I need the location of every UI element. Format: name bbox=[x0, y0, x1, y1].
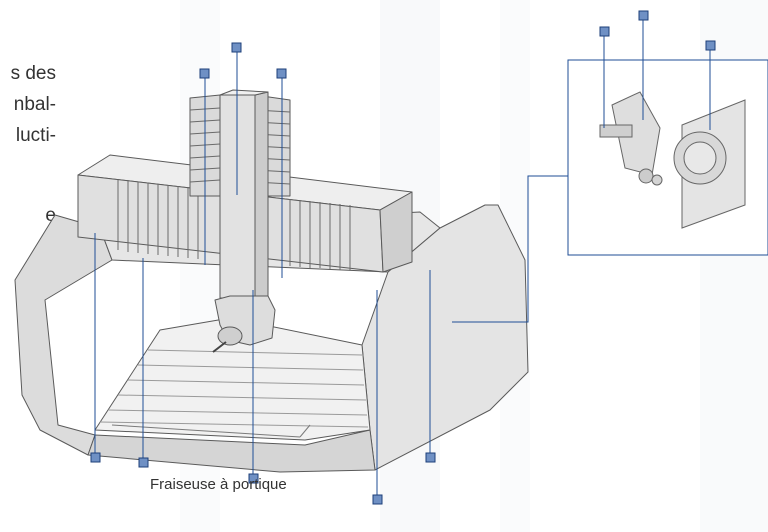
tool-spindle bbox=[599, 124, 633, 138]
callout-marker bbox=[638, 10, 649, 21]
callout-marker bbox=[705, 40, 716, 51]
callout-marker bbox=[199, 68, 210, 79]
callout-marker bbox=[231, 42, 242, 53]
callout-marker bbox=[248, 473, 259, 484]
cropped-text-line: lucti- bbox=[15, 125, 56, 146]
beam-bellows bbox=[117, 180, 351, 270]
table-slots bbox=[99, 349, 369, 428]
cropped-text-line: s des bbox=[10, 63, 56, 84]
magazine-hub bbox=[683, 141, 717, 175]
tool-gripper bbox=[651, 174, 663, 186]
callout-marker bbox=[425, 452, 436, 463]
tool-gripper bbox=[638, 168, 654, 184]
tool-holder bbox=[217, 326, 243, 346]
callout-marker bbox=[276, 68, 287, 79]
tool-arm bbox=[611, 91, 661, 176]
callout-marker bbox=[372, 494, 383, 505]
callout-lines bbox=[94, 20, 711, 497]
callout-markers bbox=[90, 10, 716, 505]
cropped-text-line: e bbox=[45, 205, 56, 226]
base-left-wall bbox=[14, 214, 113, 456]
machine-body bbox=[14, 89, 529, 473]
callout-marker bbox=[599, 26, 610, 37]
callout-marker bbox=[90, 452, 101, 463]
diagram-caption: Fraiseuse à portique bbox=[150, 476, 287, 493]
callout-marker bbox=[138, 457, 149, 468]
machine-table bbox=[94, 317, 371, 441]
vertical-ram-side bbox=[254, 91, 269, 299]
cutting-tool bbox=[212, 341, 227, 353]
cropped-text-line: nbal- bbox=[13, 94, 56, 115]
gantry-beam-end bbox=[379, 191, 413, 273]
tool-changer-detail bbox=[599, 91, 746, 229]
vertical-ram-top bbox=[219, 89, 269, 96]
